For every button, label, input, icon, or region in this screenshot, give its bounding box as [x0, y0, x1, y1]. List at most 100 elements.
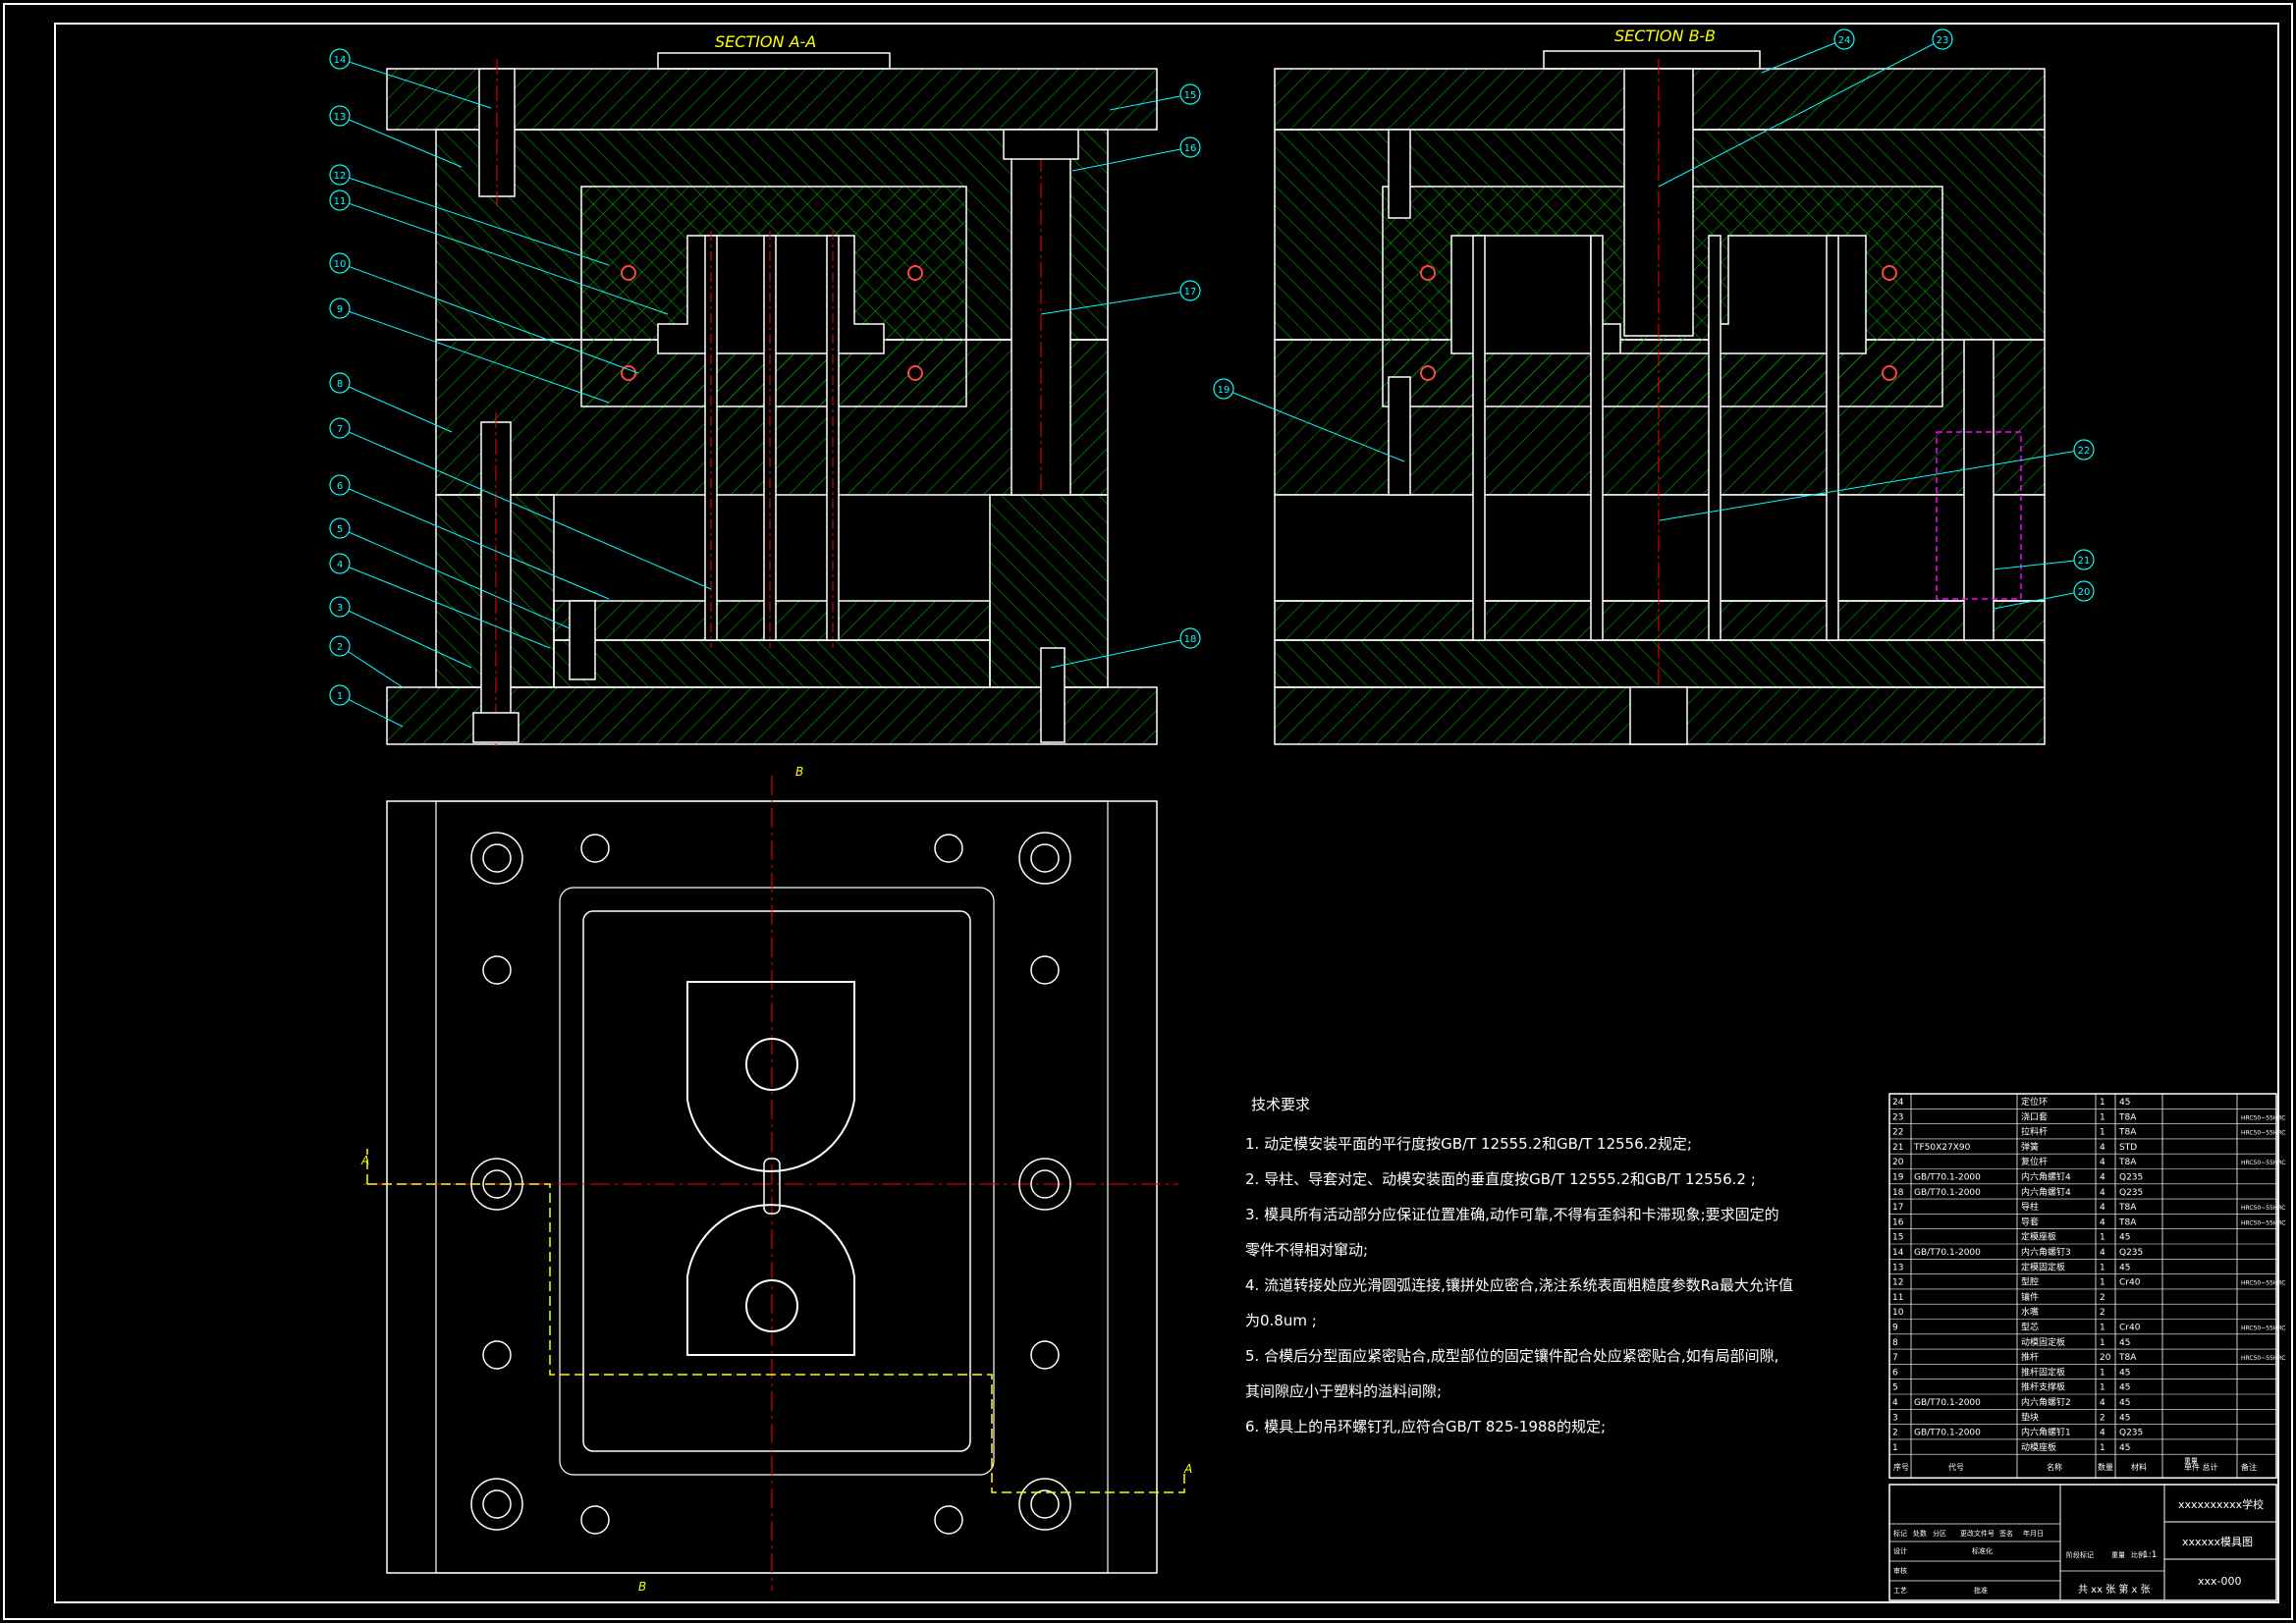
bom-cell: HRC50~55HRC — [2241, 1280, 2285, 1287]
bom-cell: 弹簧 — [2021, 1141, 2039, 1153]
bom-cell: GB/T70.1-2000 — [1914, 1398, 1981, 1408]
bom-cell: HRC50~55HRC — [2241, 1114, 2285, 1121]
plan-view: A A B B — [360, 765, 1192, 1594]
bom-cell: 18 — [1892, 1188, 1904, 1198]
balloon-circle — [329, 417, 351, 439]
leader-line — [339, 199, 669, 315]
balloon-label: 23 — [1937, 35, 1949, 46]
bom-cell: 2 — [2100, 1413, 2105, 1423]
bom-cell: 定模固定板 — [2021, 1261, 2065, 1272]
bom-cell: 45 — [2119, 1338, 2130, 1348]
ejector-plate — [553, 639, 991, 688]
cut-mark-b-top: B — [795, 765, 803, 779]
leader-line — [339, 174, 610, 266]
bom-cell: HRC50~55HRC — [2241, 1219, 2285, 1226]
tech-line: 6. 模具上的吊环螺钉孔,应符合GB/T 825-1988的规定; — [1245, 1418, 1606, 1435]
drawing-scale: 1:1 — [2143, 1550, 2157, 1560]
bom-cell: Q235 — [2119, 1248, 2143, 1258]
bom-cell: 内六角螺钉4 — [2021, 1171, 2071, 1183]
bom-cell: 4 — [1892, 1398, 1898, 1408]
bom-cell: 4 — [2100, 1158, 2105, 1167]
balloon-circle — [329, 372, 351, 394]
guide-hole — [470, 1478, 523, 1531]
balloon-label: 17 — [1184, 287, 1197, 298]
bom-header: 单件 总计 — [2184, 1462, 2218, 1472]
title-block-label: 比例 — [2131, 1550, 2145, 1559]
tech-line: 其间隙应小于塑料的溢料间隙; — [1245, 1382, 1442, 1400]
bom-cell: 21 — [1892, 1143, 1903, 1153]
balloon-circle — [329, 48, 351, 70]
bom-cell: 2 — [2100, 1293, 2105, 1303]
bom-cell: 17 — [1892, 1203, 1903, 1213]
bom-cell: STD — [2119, 1143, 2137, 1153]
balloon-label: 12 — [334, 171, 347, 182]
screw-hole — [482, 1340, 512, 1370]
bom-cell: TF50X27X90 — [1913, 1143, 1971, 1153]
screw-hole — [934, 834, 963, 863]
balloon-circle — [329, 635, 351, 657]
balloon-label: 14 — [334, 55, 347, 66]
balloon-label: 24 — [1838, 35, 1851, 46]
bom-cell: 4 — [2100, 1248, 2105, 1258]
bom-cell: 45 — [2119, 1398, 2130, 1408]
balloon-circle — [1932, 28, 1953, 50]
title-block-label: 分区 — [1933, 1529, 1946, 1538]
bom-cell: Q235 — [2119, 1429, 2143, 1438]
leader-line — [339, 484, 610, 600]
bom-cell: 20 — [2100, 1353, 2111, 1363]
balloon-label: 13 — [334, 112, 347, 123]
leader-line — [339, 563, 551, 649]
leader-line — [339, 307, 610, 404]
title-block-label: 年月日 — [2023, 1529, 2044, 1538]
bom-cell: 垫块 — [2021, 1411, 2039, 1423]
bom-cell: 内六角螺钉3 — [2021, 1246, 2071, 1258]
guide-hole-inner — [482, 1169, 512, 1199]
bom-cell: 内六角螺钉2 — [2021, 1396, 2071, 1408]
bom-cell: 4 — [2100, 1398, 2105, 1408]
guide-hole — [1018, 1158, 1071, 1211]
screw-hole — [482, 955, 512, 985]
bom-cell: 4 — [2100, 1173, 2105, 1183]
bom-cell: 1 — [2100, 1383, 2105, 1393]
bom-cell: 1 — [2100, 1233, 2105, 1243]
balloon-circle — [1179, 83, 1201, 105]
balloon-circle — [2073, 580, 2095, 602]
bom-cell: 推杆 — [2021, 1351, 2039, 1363]
balloon-circle — [2073, 439, 2095, 460]
bom-cell: 6 — [1892, 1368, 1898, 1378]
bom-cell: 推杆固定板 — [2021, 1366, 2065, 1378]
tech-line: 1. 动定模安装平面的平行度按GB/T 12555.2和GB/T 12556.2… — [1245, 1135, 1692, 1153]
bom-cell: 1 — [2100, 1278, 2105, 1288]
balloon-circle — [1213, 378, 1234, 400]
bom-cell: HRC50~55HRC — [2241, 1160, 2285, 1166]
bom-cell: 内六角螺钉4 — [2021, 1186, 2071, 1198]
bom-cell: 导套 — [2021, 1216, 2039, 1227]
bom-cell: 动模座板 — [2021, 1441, 2056, 1453]
balloon-circle — [329, 553, 351, 574]
bom-cell: 1 — [2100, 1112, 2105, 1122]
bom-cell: 1 — [2100, 1368, 2105, 1378]
title-block-label: 签名 — [1999, 1529, 2013, 1538]
bom-cell: 20 — [1892, 1158, 1904, 1167]
bom-cell: 9 — [1892, 1324, 1898, 1333]
bom-cell: 拉料杆 — [2021, 1126, 2048, 1138]
balloon-circle — [329, 596, 351, 618]
balloon-circle — [329, 105, 351, 127]
bom-cell: 推杆支撑板 — [2021, 1381, 2065, 1393]
title-block-label: 标记 — [1893, 1529, 1907, 1538]
balloon-circle — [329, 189, 351, 211]
bom-header: 名称 — [2047, 1462, 2062, 1472]
bom-cell: 22 — [1892, 1128, 1903, 1138]
leader-line — [339, 427, 712, 590]
bom-cell: 水嘴 — [2021, 1306, 2039, 1318]
bom-cell: 复位杆 — [2021, 1156, 2048, 1167]
balloon-label: 22 — [2078, 446, 2091, 457]
bom-cell: HRC50~55HRC — [2241, 1205, 2285, 1212]
bom-cell: 定模座板 — [2021, 1231, 2056, 1243]
cut-mark-a-left: A — [360, 1154, 369, 1167]
bom-cell: 1 — [2100, 1324, 2105, 1333]
bom-cell: T8A — [2118, 1353, 2137, 1363]
technical-requirements: 技术要求 1. 动定模安装平面的平行度按GB/T 12555.2和GB/T 12… — [1245, 1096, 1793, 1435]
